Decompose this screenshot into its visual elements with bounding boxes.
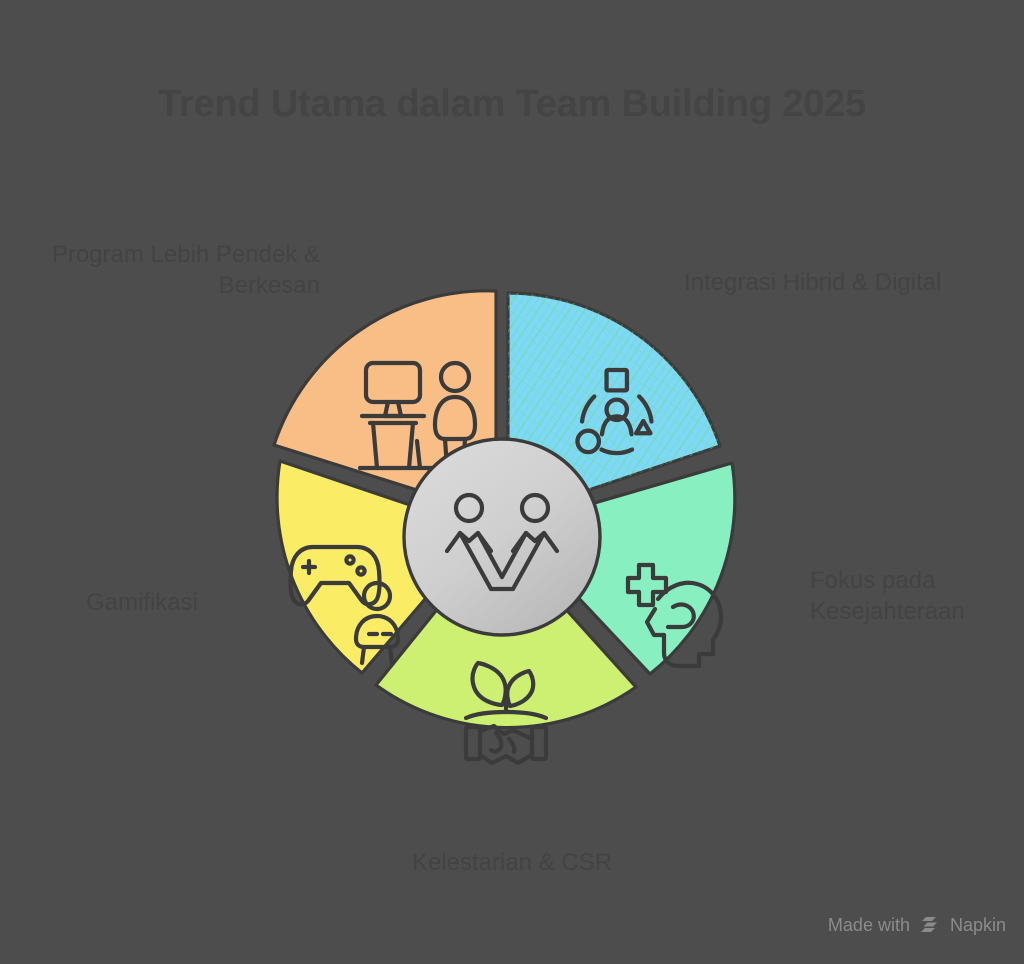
- napkin-watermark: Made with Napkin: [828, 914, 1006, 936]
- petal-label-shorter: Program Lebih Pendek & Berkesan: [51, 241, 320, 299]
- mental-health-head-cross-icon: [625, 562, 724, 669]
- page-title: Trend Utama dalam Team Building 2025: [158, 83, 866, 125]
- team-people-icon: [444, 492, 560, 592]
- presentation-screen-person-icon: [357, 360, 478, 471]
- napkin-logo-icon: [920, 917, 937, 932]
- petal-label-wellness: Fokus pada Kesejahteraan: [810, 567, 965, 625]
- hybrid-digital-collaboration-icon: [575, 367, 654, 456]
- petal-wheel-diagram: [212, 247, 792, 787]
- petal-label-hybrid: Integrasi Hibrid & Digital: [684, 269, 942, 296]
- center-hub[interactable]: [402, 437, 602, 637]
- handshake-plant-icon: [463, 660, 549, 766]
- center-hub-circle[interactable]: [402, 437, 602, 637]
- watermark-brand: Napkin: [949, 914, 1006, 935]
- petal-label-gamification: Gamifikasi: [85, 589, 198, 616]
- game-controller-person-icon: [288, 544, 401, 666]
- petal-label-csr: Kelestarian & CSR: [411, 849, 613, 876]
- watermark-prefix: Made with: [827, 914, 910, 935]
